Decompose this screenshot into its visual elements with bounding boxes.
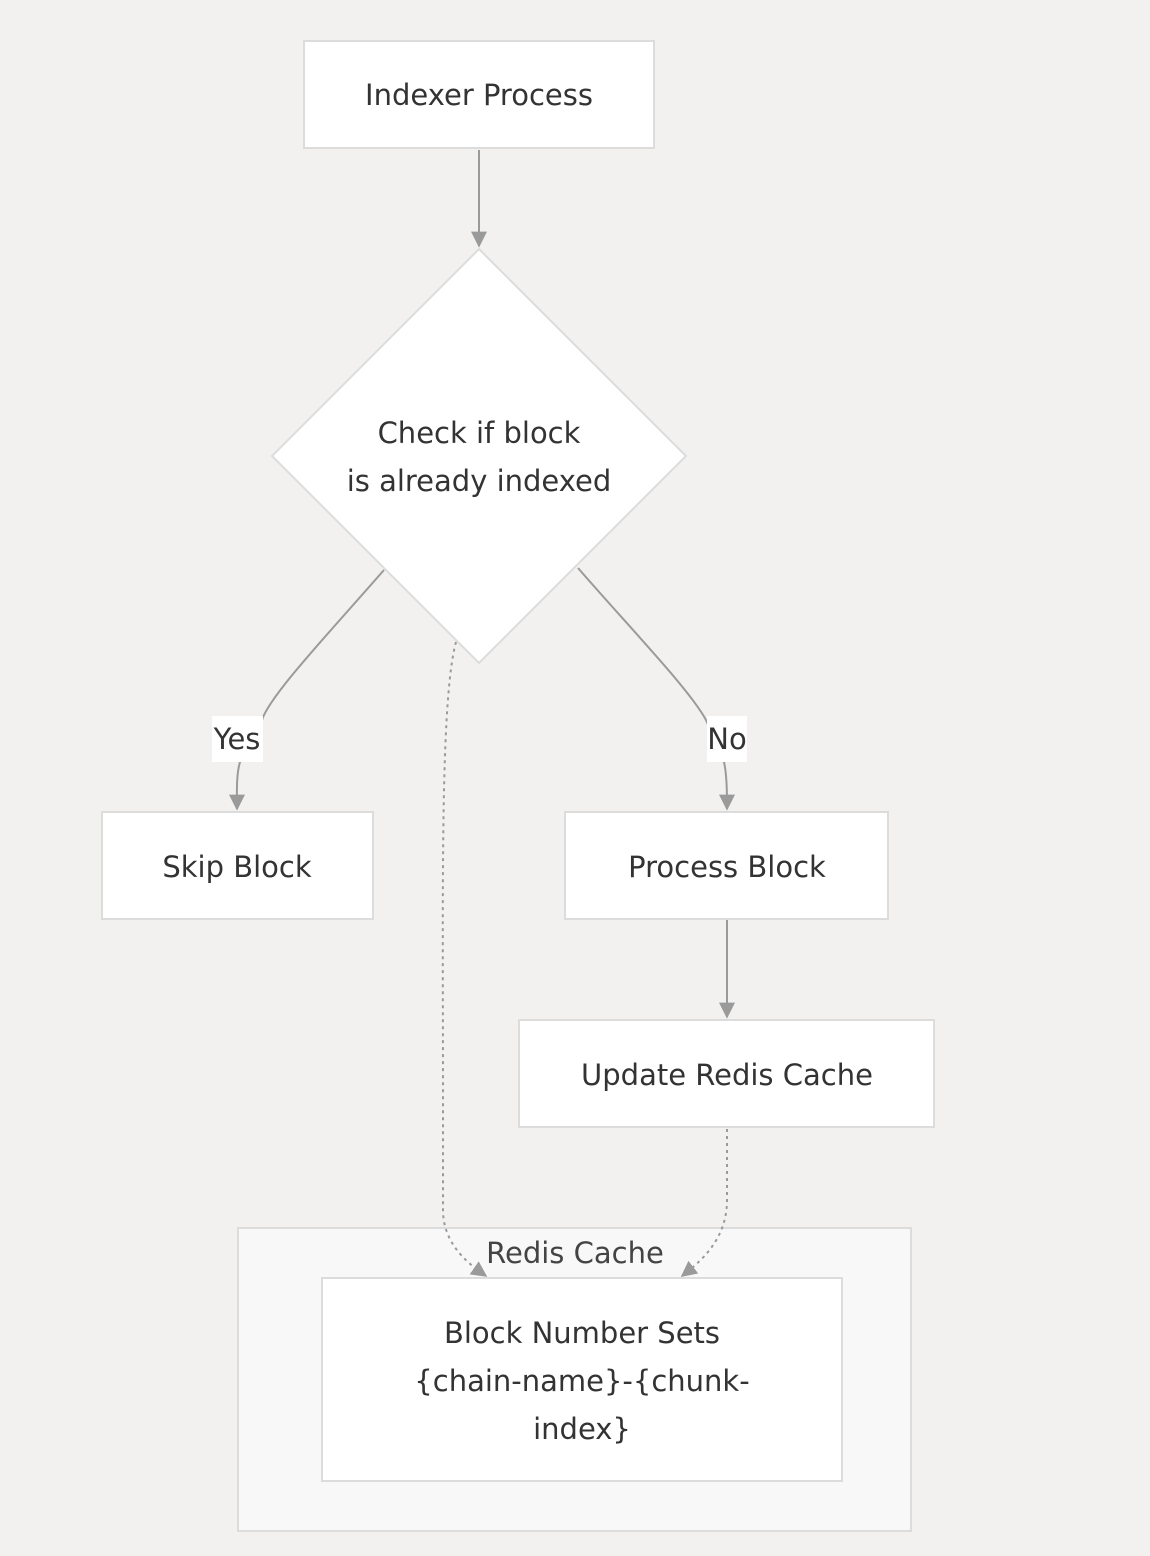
node-skip-block-label: Skip Block xyxy=(162,850,312,884)
node-block-number-sets-line-3: index} xyxy=(533,1412,631,1446)
node-process-block-label: Process Block xyxy=(628,850,826,884)
edge-label-no-text: No xyxy=(707,722,746,756)
node-process-block: Process Block xyxy=(564,811,889,920)
node-indexer-process-label: Indexer Process xyxy=(365,78,593,112)
node-check-indexed-line-1: Check if block xyxy=(378,416,581,450)
node-skip-block: Skip Block xyxy=(101,811,374,920)
edge-label-yes-text: Yes xyxy=(213,722,261,756)
node-indexer-process: Indexer Process xyxy=(303,40,655,149)
node-check-indexed-line-2: is already indexed xyxy=(347,464,612,498)
edges xyxy=(228,150,735,1277)
edge-update-to-sets-dashed xyxy=(680,1129,728,1277)
node-update-redis-cache-label: Update Redis Cache xyxy=(581,1058,873,1092)
edge-check-to-sets-dashed xyxy=(441,641,488,1277)
node-block-number-sets-line-2: {chain-name}-{chunk- xyxy=(414,1364,749,1398)
edge-label-yes: Yes xyxy=(212,716,263,762)
node-block-number-sets: Block Number Sets {chain-name}-{chunk- i… xyxy=(321,1277,843,1482)
edge-check-to-skip xyxy=(228,569,385,811)
node-update-redis-cache: Update Redis Cache xyxy=(518,1019,935,1128)
node-check-indexed-decision: Check if block is already indexed xyxy=(270,247,688,665)
edge-label-no: No xyxy=(707,716,747,762)
redis-cache-group-label: Redis Cache xyxy=(486,1236,664,1270)
edge-check-to-process xyxy=(577,567,735,811)
node-block-number-sets-line-1: Block Number Sets xyxy=(444,1316,720,1350)
